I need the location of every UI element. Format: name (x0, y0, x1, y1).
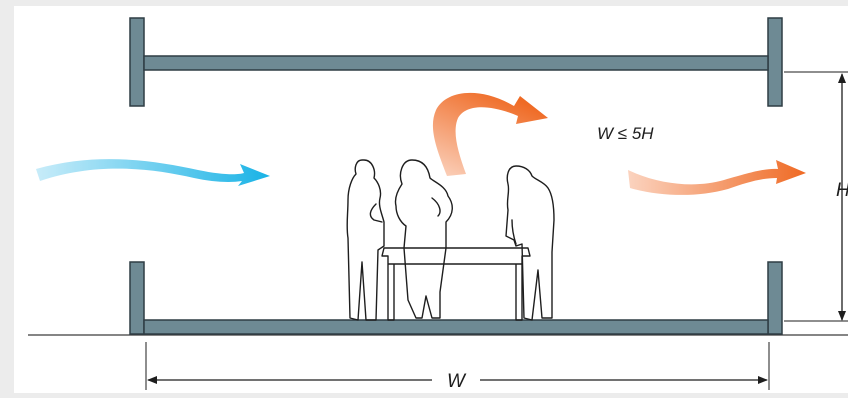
cool-air-inflow-arrow-icon (36, 159, 270, 186)
warm-air-rising-arrow-icon (432, 92, 548, 176)
floor-right-upstand (767, 261, 783, 335)
roof-left-column (129, 17, 145, 107)
table-silhouette (381, 247, 531, 321)
floor-structure (129, 261, 783, 335)
person-middle-silhouette (394, 159, 453, 319)
floor-left-upstand (129, 261, 145, 335)
roof-structure (129, 17, 783, 107)
height-label: H (836, 180, 848, 201)
floor-slab (143, 319, 769, 335)
person-left-silhouette (346, 159, 385, 321)
roof-slab (143, 55, 769, 71)
width-label: W (447, 371, 467, 392)
person-right-silhouette (505, 165, 555, 321)
ratio-label: W ≤ 5H (597, 124, 654, 143)
roof-right-column (767, 17, 783, 107)
people-at-table-silhouette-icon (346, 159, 555, 321)
warm-air-outflow-arrow-icon (628, 160, 806, 195)
